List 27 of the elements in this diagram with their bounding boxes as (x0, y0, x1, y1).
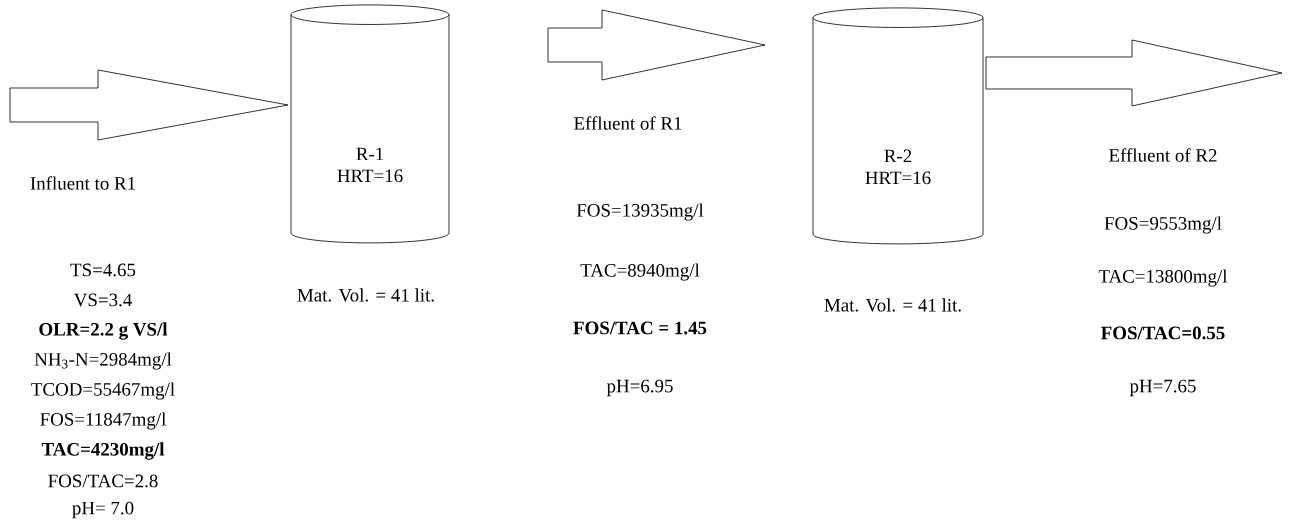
value-label: FOS/TAC=2.8 (48, 474, 158, 488)
value-label: Effluent of R2 (1109, 148, 1217, 162)
value-label: pH=7.65 (1129, 379, 1196, 397)
volume-note: Mat. Vol. = 41 lit. (297, 288, 434, 302)
value-label: TAC=4230mg/l (41, 442, 165, 460)
value-label: FOS=11847mg/l (40, 412, 166, 430)
value-label: pH=6.95 (606, 379, 673, 397)
block-arrow (985, 39, 1283, 107)
value-label: OLR=2.2 g VS/l (39, 322, 168, 340)
value-label: VS=3.4 (73, 293, 132, 307)
value-label: pH= 7.0 (72, 501, 134, 519)
reactor-cylinder: R-1 HRT=16 (290, 4, 450, 244)
value-label: TAC=13800mg/l (1098, 269, 1228, 287)
value-label: Influent to R1 (30, 176, 135, 190)
value-label: NH$_{3}$-N=2984mg/l (34, 352, 172, 370)
value-label: FOS/TAC = 1.45 (573, 321, 707, 335)
value-label: TS=4.65 (70, 263, 136, 277)
volume-note: Mat. Vol. = 41 lit. (824, 298, 961, 312)
value-label: FOS=9553mg/l (1104, 216, 1222, 234)
block-arrow (9, 69, 289, 141)
value-label: TAC=8940mg/l (580, 263, 700, 281)
value-label: FOS/TAC=0.55 (1101, 326, 1225, 340)
block-arrow (547, 9, 766, 81)
reactor-cylinder: R-2 HRT=16 (812, 7, 984, 245)
value-label: TCOD=55467mg/l (31, 382, 175, 400)
value-label: FOS=13935mg/l (576, 203, 704, 221)
value-label: Effluent of R1 (574, 116, 682, 130)
